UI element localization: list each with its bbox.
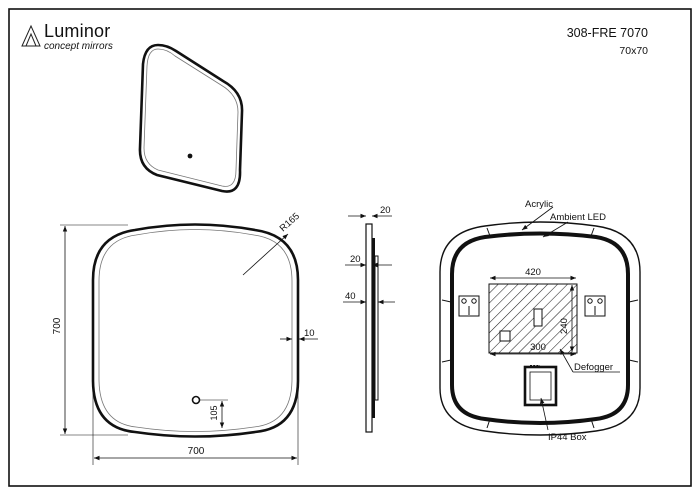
product-size: 70x70: [619, 45, 648, 57]
mirror-side-view: 20 20 40: [343, 205, 395, 433]
defogger-connector: [533, 308, 543, 327]
hanger-bracket-right: [584, 295, 606, 317]
touch-switch-icon: [187, 153, 193, 159]
brand-tagline: concept mirrors: [44, 41, 113, 52]
touch-switch-icon: [191, 395, 201, 405]
side-top-label: 20: [380, 205, 391, 216]
radius-label: R165: [278, 211, 302, 234]
brand-block: Luminor concept mirrors: [44, 22, 113, 53]
product-code-block: 308-FRE 7070 70x70: [567, 26, 648, 59]
acrylic-outline: [439, 221, 641, 436]
switch-height-label: 105: [209, 405, 219, 420]
drawing-frame: [8, 8, 692, 487]
defogger-height-label: 240: [559, 318, 570, 334]
defogger-width-label: 420: [525, 267, 541, 278]
defogger-label: Defogger: [574, 362, 613, 373]
brand-name: Luminor: [44, 21, 111, 41]
mirror-back-view: 420 240 300 Acrylic Ambient LED Defogger…: [439, 199, 641, 443]
side-depth-label: 40: [345, 291, 356, 302]
height-dimension-label: 700: [52, 317, 63, 334]
ambient-led-strip: [450, 231, 630, 425]
width-dimension-label: 700: [188, 446, 205, 457]
product-code: 308-FRE 7070: [566, 26, 648, 40]
defogger-terminal: [499, 330, 511, 342]
inner-width-label: 300: [530, 342, 546, 353]
ambient-led-label: Ambient LED: [550, 212, 606, 223]
prism-logo-icon: [21, 24, 41, 47]
edge-width-label: 10: [304, 328, 315, 339]
ip44-box-label: IP44 Box: [548, 432, 587, 443]
mirror-front-view: R165 10 700 700 105: [52, 211, 318, 465]
side-mid-label: 20: [350, 254, 361, 265]
hanger-bracket-left: [458, 295, 480, 317]
acrylic-label: Acrylic: [525, 199, 553, 210]
mirror-perspective-view: [138, 43, 244, 193]
